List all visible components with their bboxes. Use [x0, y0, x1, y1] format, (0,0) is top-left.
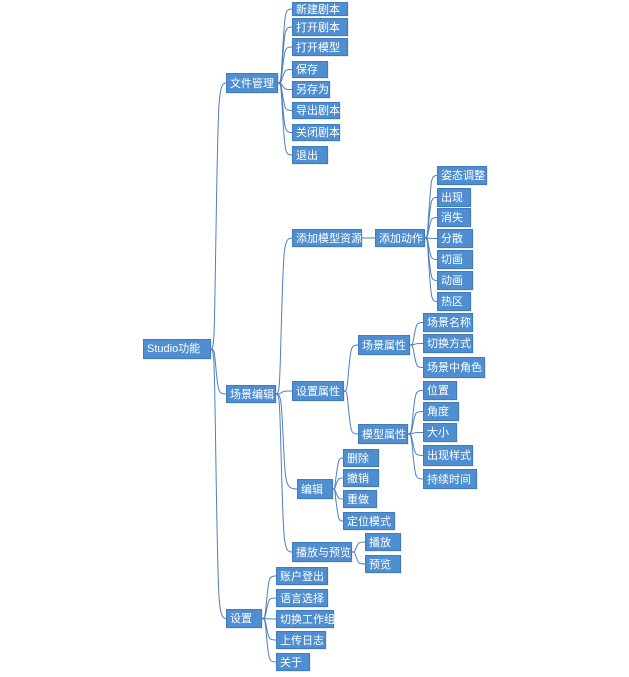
node-size: 大小 [423, 423, 457, 442]
connector-n-file-to-n-f7 [277, 82, 293, 156]
node-scene-editing: 场景编辑 [226, 385, 276, 403]
node-new-script: 新建剧本 [292, 2, 348, 16]
node-pose-adjust: 姿态调整 [437, 166, 487, 185]
node-export-script: 导出剧本 [292, 102, 340, 119]
connector-n-edit-to-n-e1 [332, 477, 344, 490]
node-appear: 出现 [437, 188, 471, 207]
connector-n-modelattr-to-n-m3 [407, 433, 424, 456]
node-language-select: 语言选择 [276, 589, 328, 607]
connector-n-setattr-to-n-sceneattr [343, 344, 359, 392]
node-animation: 动画 [437, 271, 473, 290]
node-undo: 撤销 [343, 469, 379, 487]
node-redo: 重做 [343, 490, 377, 508]
node-file-management: 文件管理 [226, 73, 278, 93]
node-add-action: 添加动作 [375, 229, 425, 247]
connector-n-addaction-to-n-a6 [424, 237, 438, 302]
node-scene-attributes: 场景属性 [358, 335, 410, 355]
connector-n-settings-to-n-t1 [261, 597, 277, 619]
connector-n-root-to-n-settings [210, 348, 227, 619]
node-edit: 编辑 [297, 479, 333, 499]
node-position: 位置 [423, 381, 457, 400]
connector-n-sceneattr-to-n-s2 [409, 344, 424, 368]
node-about: 关于 [276, 653, 310, 671]
connector-n-scene-to-n-addmodel [275, 237, 293, 395]
node-open-script: 打开剧本 [292, 18, 348, 36]
connector-n-file-to-n-f1 [277, 26, 293, 84]
connector-n-root-to-n-scene [210, 348, 227, 395]
connector-n-play-to-n-p1 [351, 551, 366, 565]
node-locate-mode: 定位模式 [343, 512, 395, 530]
node-duration: 持续时间 [423, 469, 477, 489]
node-switch-picture: 切画 [437, 250, 473, 269]
connector-n-file-to-n-f5 [277, 82, 293, 111]
connector-n-modelattr-to-n-m4 [407, 433, 424, 480]
node-appear-style: 出现样式 [423, 445, 473, 466]
node-settings: 设置 [226, 609, 262, 628]
connector-n-modelattr-to-n-m1 [407, 411, 424, 435]
node-preview: 预览 [365, 555, 401, 573]
node-play: 播放 [365, 533, 401, 551]
connector-n-play-to-n-p0 [351, 541, 366, 553]
connector-n-scene-to-n-edit [275, 393, 298, 490]
connector-n-addaction-to-n-a2 [424, 217, 438, 239]
node-set-attributes: 设置属性 [292, 381, 344, 401]
node-play-and-preview: 播放与预览 [292, 542, 352, 562]
node-scene-name: 场景名称 [423, 313, 473, 332]
node-angle: 角度 [423, 402, 459, 421]
node-close-script: 关闭剧本 [292, 124, 340, 141]
node-hotspot: 热区 [437, 292, 471, 311]
node-upload-log: 上传日志 [276, 631, 326, 649]
connector-n-edit-to-n-e3 [332, 488, 344, 522]
connector-n-settings-to-n-t3 [261, 618, 277, 641]
node-exit: 退出 [292, 146, 328, 164]
connector-n-edit-to-n-e0 [332, 457, 344, 490]
connector-n-scene-to-n-setattr [275, 390, 293, 395]
connector-n-settings-to-n-t0 [261, 575, 277, 619]
node-disappear: 消失 [437, 208, 471, 227]
node-add-model-resource: 添加模型资源 [292, 229, 362, 247]
connector-n-modelattr-to-n-m0 [407, 390, 424, 435]
node-save: 保存 [292, 61, 328, 78]
connector-n-scene-to-n-play [275, 393, 293, 553]
node-switch-mode: 切换方式 [423, 334, 473, 353]
node-switch-workgroup: 切换工作组 [276, 610, 335, 628]
node-scatter: 分散 [437, 229, 473, 248]
node-delete: 删除 [343, 449, 379, 467]
connector-n-sceneattr-to-n-s0 [409, 322, 424, 346]
node-save-as: 另存为 [292, 81, 330, 98]
node-account-logout: 账户登出 [276, 567, 328, 585]
connector-n-file-to-n-f2 [277, 46, 293, 84]
node-model-attributes: 模型属性 [358, 424, 408, 444]
node-open-model: 打开模型 [292, 38, 348, 56]
node-scene-characters: 场景中角色 [423, 357, 485, 378]
node-studio-root: Studio功能 [143, 339, 211, 359]
connector-n-setattr-to-n-modelattr [343, 390, 359, 435]
connector-n-settings-to-n-t4 [261, 618, 277, 663]
connector-n-root-to-n-file [210, 82, 227, 350]
